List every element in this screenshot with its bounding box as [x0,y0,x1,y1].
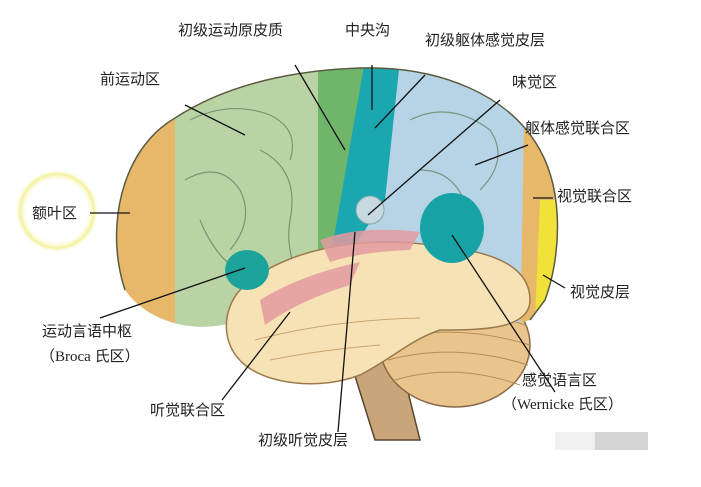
label-central-sulcus: 中央沟 [345,21,391,39]
label-primary-somatosensory: 初级躯体感觉皮层 [425,31,546,49]
label-gustatory: 味觉区 [512,73,558,91]
frontal-highlight-ring [15,169,99,253]
label-broca: （Broca 氏区） [40,349,140,365]
label-auditory-association: 听觉联合区 [150,401,226,419]
label-premotor: 前运动区 [100,70,161,88]
label-frontal: 额叶区 [32,204,78,222]
watermark [595,432,648,450]
label-somatosensory-association: 躯体感觉联合区 [525,119,631,137]
label-motor-speech: 运动言语中枢 [42,322,133,340]
label-visual-cortex: 视觉皮层 [570,283,631,301]
label-wernicke: （Wernicke 氏区） [502,397,623,413]
wernicke-area [420,193,484,263]
watermark-light [555,432,595,450]
gustatory-area [355,195,385,225]
label-visual-association: 视觉联合区 [557,187,633,205]
broca-area [225,250,269,290]
label-sensory-language: 感觉语言区 [522,371,598,389]
label-primary-auditory: 初级听觉皮层 [258,431,349,449]
leader-lines [90,64,566,433]
label-primary-motor: 初级运动原皮质 [178,21,284,39]
